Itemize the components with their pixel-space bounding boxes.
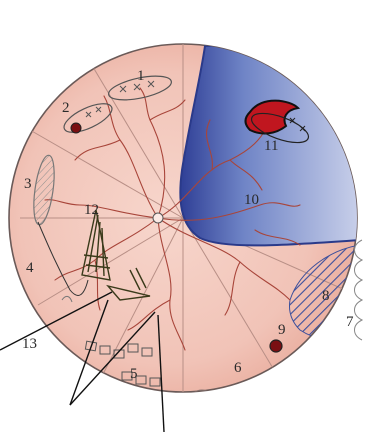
ora-scallops bbox=[355, 240, 363, 340]
label-10: 10 bbox=[244, 192, 259, 208]
label-6: 6 bbox=[234, 360, 242, 376]
label-11: 11 bbox=[264, 138, 278, 154]
label-8: 8 bbox=[322, 288, 330, 304]
label-3: 3 bbox=[24, 176, 32, 192]
label-1: 1 bbox=[137, 68, 145, 84]
label-12: 12 bbox=[84, 202, 99, 218]
label-13: 13 bbox=[22, 336, 37, 352]
label-5: 5 bbox=[130, 366, 138, 382]
optic-disc bbox=[153, 213, 163, 223]
scalloped-edge bbox=[190, 390, 334, 395]
label-2: 2 bbox=[62, 100, 70, 116]
label-9: 9 bbox=[278, 322, 286, 338]
label-4: 4 bbox=[26, 260, 34, 276]
label-7: 7 bbox=[346, 314, 354, 330]
round-hole bbox=[270, 340, 282, 352]
